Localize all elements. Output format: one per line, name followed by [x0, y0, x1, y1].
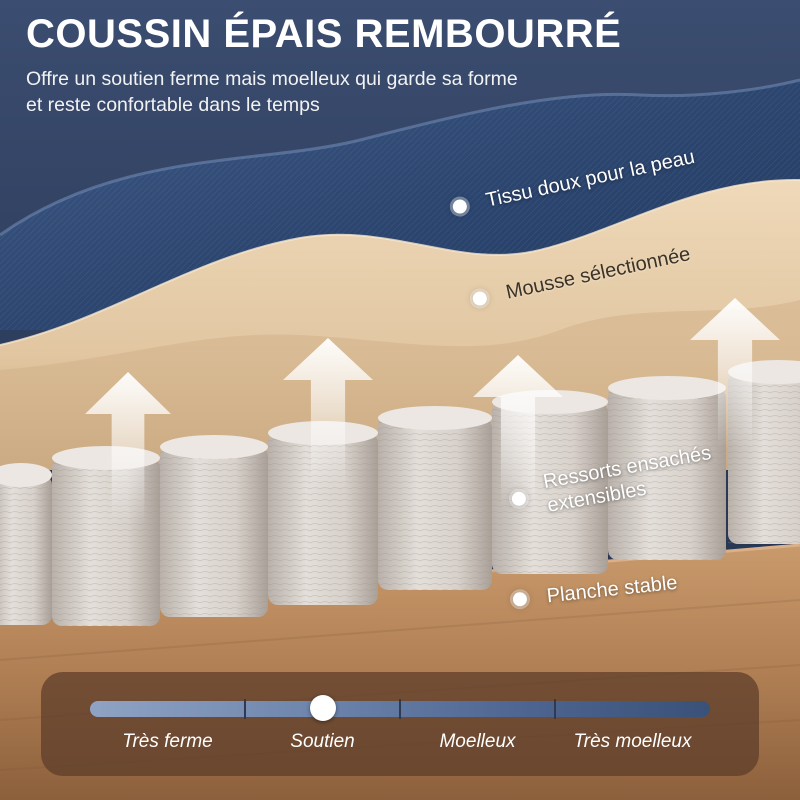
page-subtitle: Offre un soutien ferme mais moelleux qui… [26, 66, 726, 118]
scale-divider [244, 699, 246, 719]
scale-option-soutien: Soutien [290, 731, 355, 752]
up-arrow-icon [283, 338, 373, 490]
up-arrow-icon [85, 372, 171, 524]
subtitle-line-2: et reste confortable dans le temps [26, 94, 320, 116]
up-arrow-icon [473, 355, 563, 507]
indicator-dot-icon [471, 290, 489, 307]
scale-option-moelleux: Moelleux [439, 731, 516, 752]
firmness-scale: Très ferme Soutien Moelleux Très moelleu… [41, 672, 759, 776]
indicator-dot-icon [451, 198, 469, 215]
spring-coil [268, 421, 378, 605]
spring-coil [160, 435, 268, 617]
indicator-dot-icon [510, 490, 528, 507]
spring-coil [608, 376, 726, 560]
firmness-scale-labels: Très ferme Soutien Moelleux Très moelleu… [90, 731, 710, 761]
scale-divider [554, 699, 556, 719]
arrows [85, 298, 780, 524]
spring-coil [0, 463, 52, 625]
scale-option-tres-ferme: Très ferme [122, 731, 213, 752]
slider-knob-icon[interactable] [309, 695, 336, 721]
subtitle-line-1: Offre un soutien ferme mais moelleux qui… [26, 68, 518, 90]
firmness-slider-track[interactable] [90, 695, 710, 721]
page-title: COUSSIN ÉPAIS REMBOURRÉ [26, 12, 622, 56]
scale-option-tres-moelleux: Très moelleux [573, 731, 692, 752]
up-arrow-icon [690, 298, 780, 450]
pocket-springs [0, 360, 800, 626]
scale-divider [399, 699, 401, 719]
indicator-dot-icon [512, 591, 528, 607]
spring-coil [378, 406, 492, 590]
